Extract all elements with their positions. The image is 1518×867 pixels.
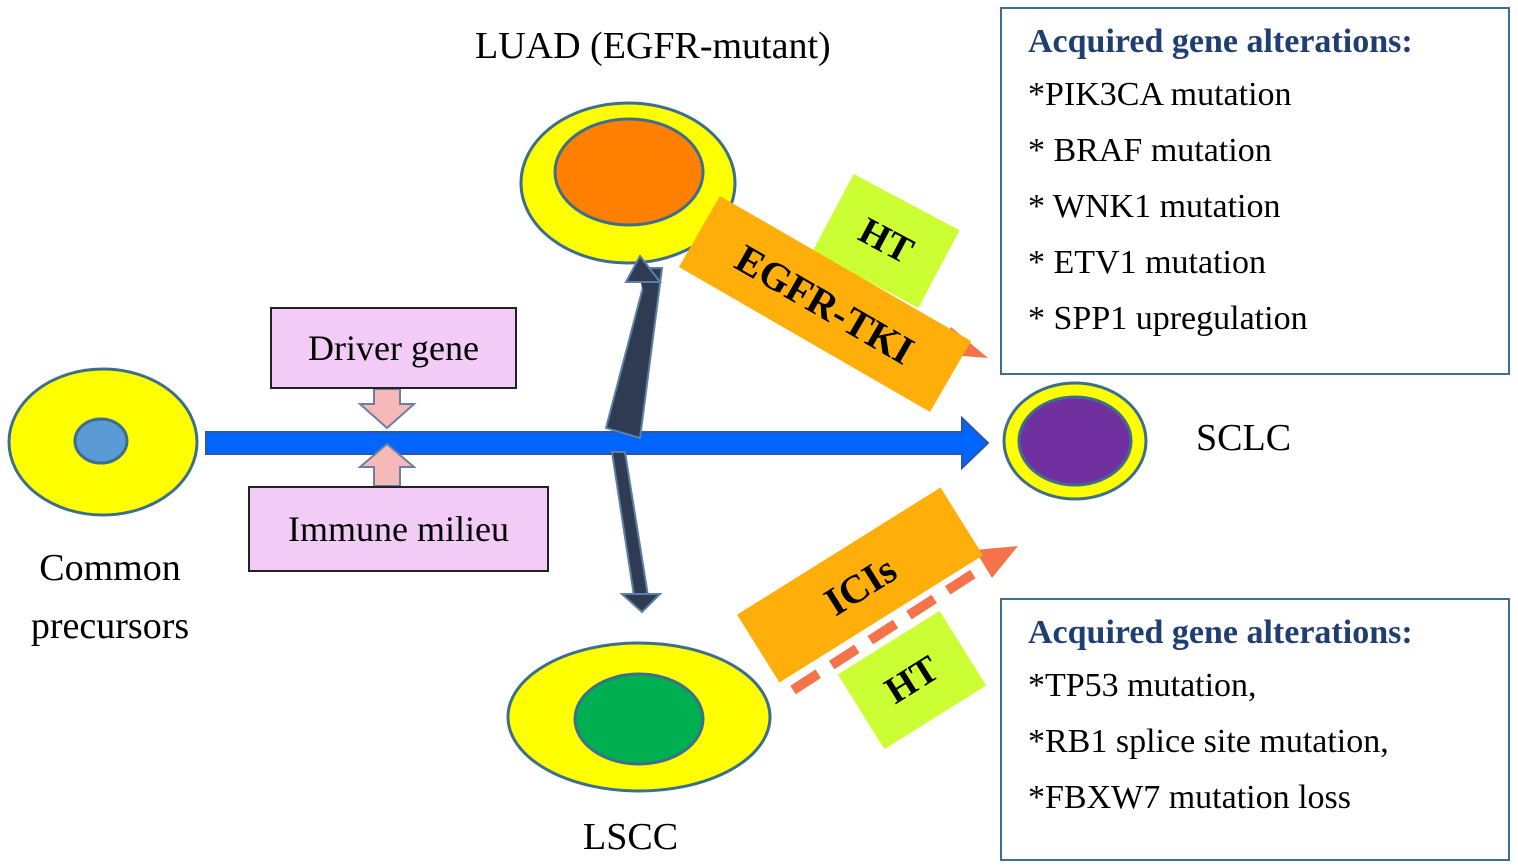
lscc-cell: [506, 641, 772, 793]
precursor-label-line2: precursors: [30, 605, 190, 647]
precursor-cell: [7, 367, 199, 517]
immune-milieu-label: Immune milieu: [288, 509, 509, 549]
driver-gene-box: Driver gene: [270, 307, 517, 389]
luad-alteration-item: * ETV1 mutation: [1028, 244, 1266, 281]
luad-alteration-item: * SPP1 upregulation: [1028, 300, 1308, 337]
main-progression-arrow: [205, 415, 990, 471]
lscc-alteration-item: *RB1 splice site mutation,: [1028, 723, 1389, 760]
luad-alteration-item: * WNK1 mutation: [1028, 188, 1281, 225]
lower-ht-label: HT: [877, 647, 947, 713]
immune-milieu-arrow: [357, 442, 417, 487]
luad-alteration-item: *PIK3CA mutation: [1028, 76, 1292, 113]
lscc-alterations-title: Acquired gene alterations:: [1028, 614, 1413, 651]
sclc-cell: [1002, 381, 1148, 501]
lscc-label: LSCC: [583, 816, 679, 858]
immune-milieu-box: Immune milieu: [248, 486, 549, 572]
lscc-alterations-box: Acquired gene alterations: *TP53 mutatio…: [1000, 598, 1510, 861]
lscc-alteration-item: *TP53 mutation,: [1028, 667, 1257, 704]
branch-arrow: [604, 254, 664, 614]
driver-gene-arrow: [357, 388, 417, 430]
lower-dashed-arrow: [790, 546, 1018, 695]
luad-cell: [519, 101, 737, 265]
precursor-label-line1: Common: [39, 547, 181, 589]
lscc-alteration-item: *FBXW7 mutation loss: [1028, 779, 1352, 816]
luad-alterations-box: Acquired gene alterations: *PIK3CA mutat…: [1000, 7, 1510, 375]
luad-alterations-title: Acquired gene alterations:: [1028, 23, 1413, 60]
luad-alteration-item: * BRAF mutation: [1028, 132, 1272, 169]
sclc-label: SCLC: [1196, 417, 1292, 459]
driver-gene-label: Driver gene: [308, 328, 479, 368]
luad-label: LUAD (EGFR-mutant): [475, 25, 831, 67]
upper-ht-label: HT: [851, 209, 921, 273]
